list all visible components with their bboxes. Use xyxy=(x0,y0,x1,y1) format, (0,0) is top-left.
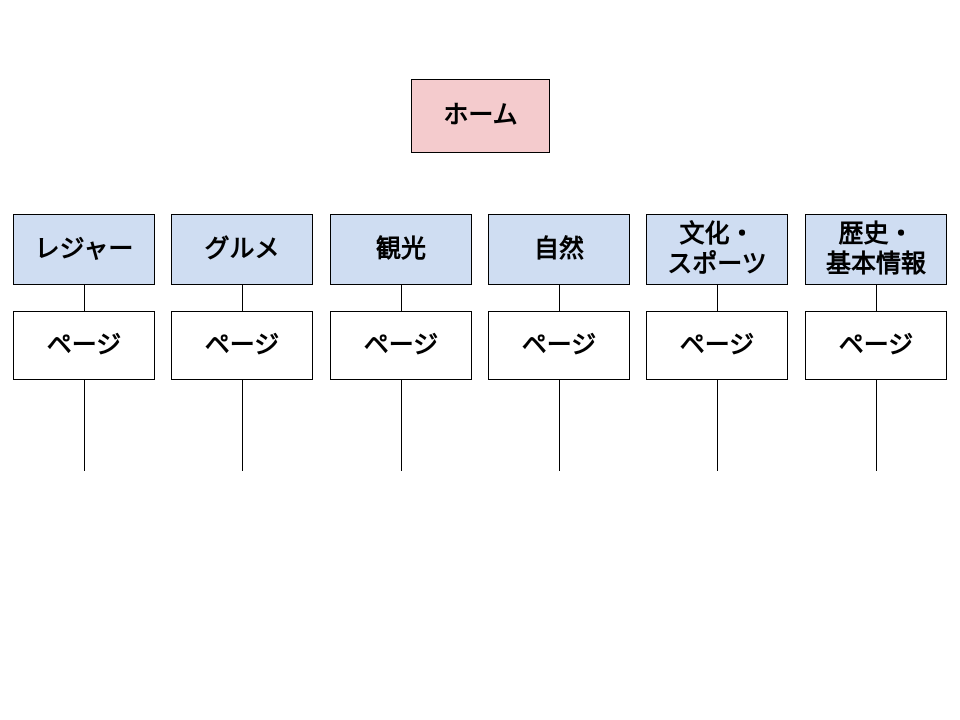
connector-line xyxy=(559,380,560,471)
page-node-5: ページ xyxy=(646,311,788,380)
page-node-3: ページ xyxy=(330,311,472,380)
connector-line xyxy=(876,285,877,311)
home-node: ホーム xyxy=(411,79,550,153)
category-node-5: 文化・ スポーツ xyxy=(646,214,788,285)
category-node-4: 自然 xyxy=(488,214,630,285)
page-node-1: ページ xyxy=(13,311,155,380)
connector-line xyxy=(559,285,560,311)
connector-line xyxy=(242,380,243,471)
page-node-2: ページ xyxy=(171,311,313,380)
category-node-2: グルメ xyxy=(171,214,313,285)
connector-line xyxy=(717,285,718,311)
category-node-1: レジャー xyxy=(13,214,155,285)
connector-line xyxy=(876,380,877,471)
connector-line xyxy=(401,285,402,311)
page-node-6: ページ xyxy=(805,311,947,380)
category-node-6: 歴史・ 基本情報 xyxy=(805,214,947,285)
page-node-4: ページ xyxy=(488,311,630,380)
connector-line xyxy=(242,285,243,311)
connector-line xyxy=(717,380,718,471)
connector-line xyxy=(84,285,85,311)
connector-line xyxy=(401,380,402,471)
category-node-3: 観光 xyxy=(330,214,472,285)
connector-line xyxy=(84,380,85,471)
